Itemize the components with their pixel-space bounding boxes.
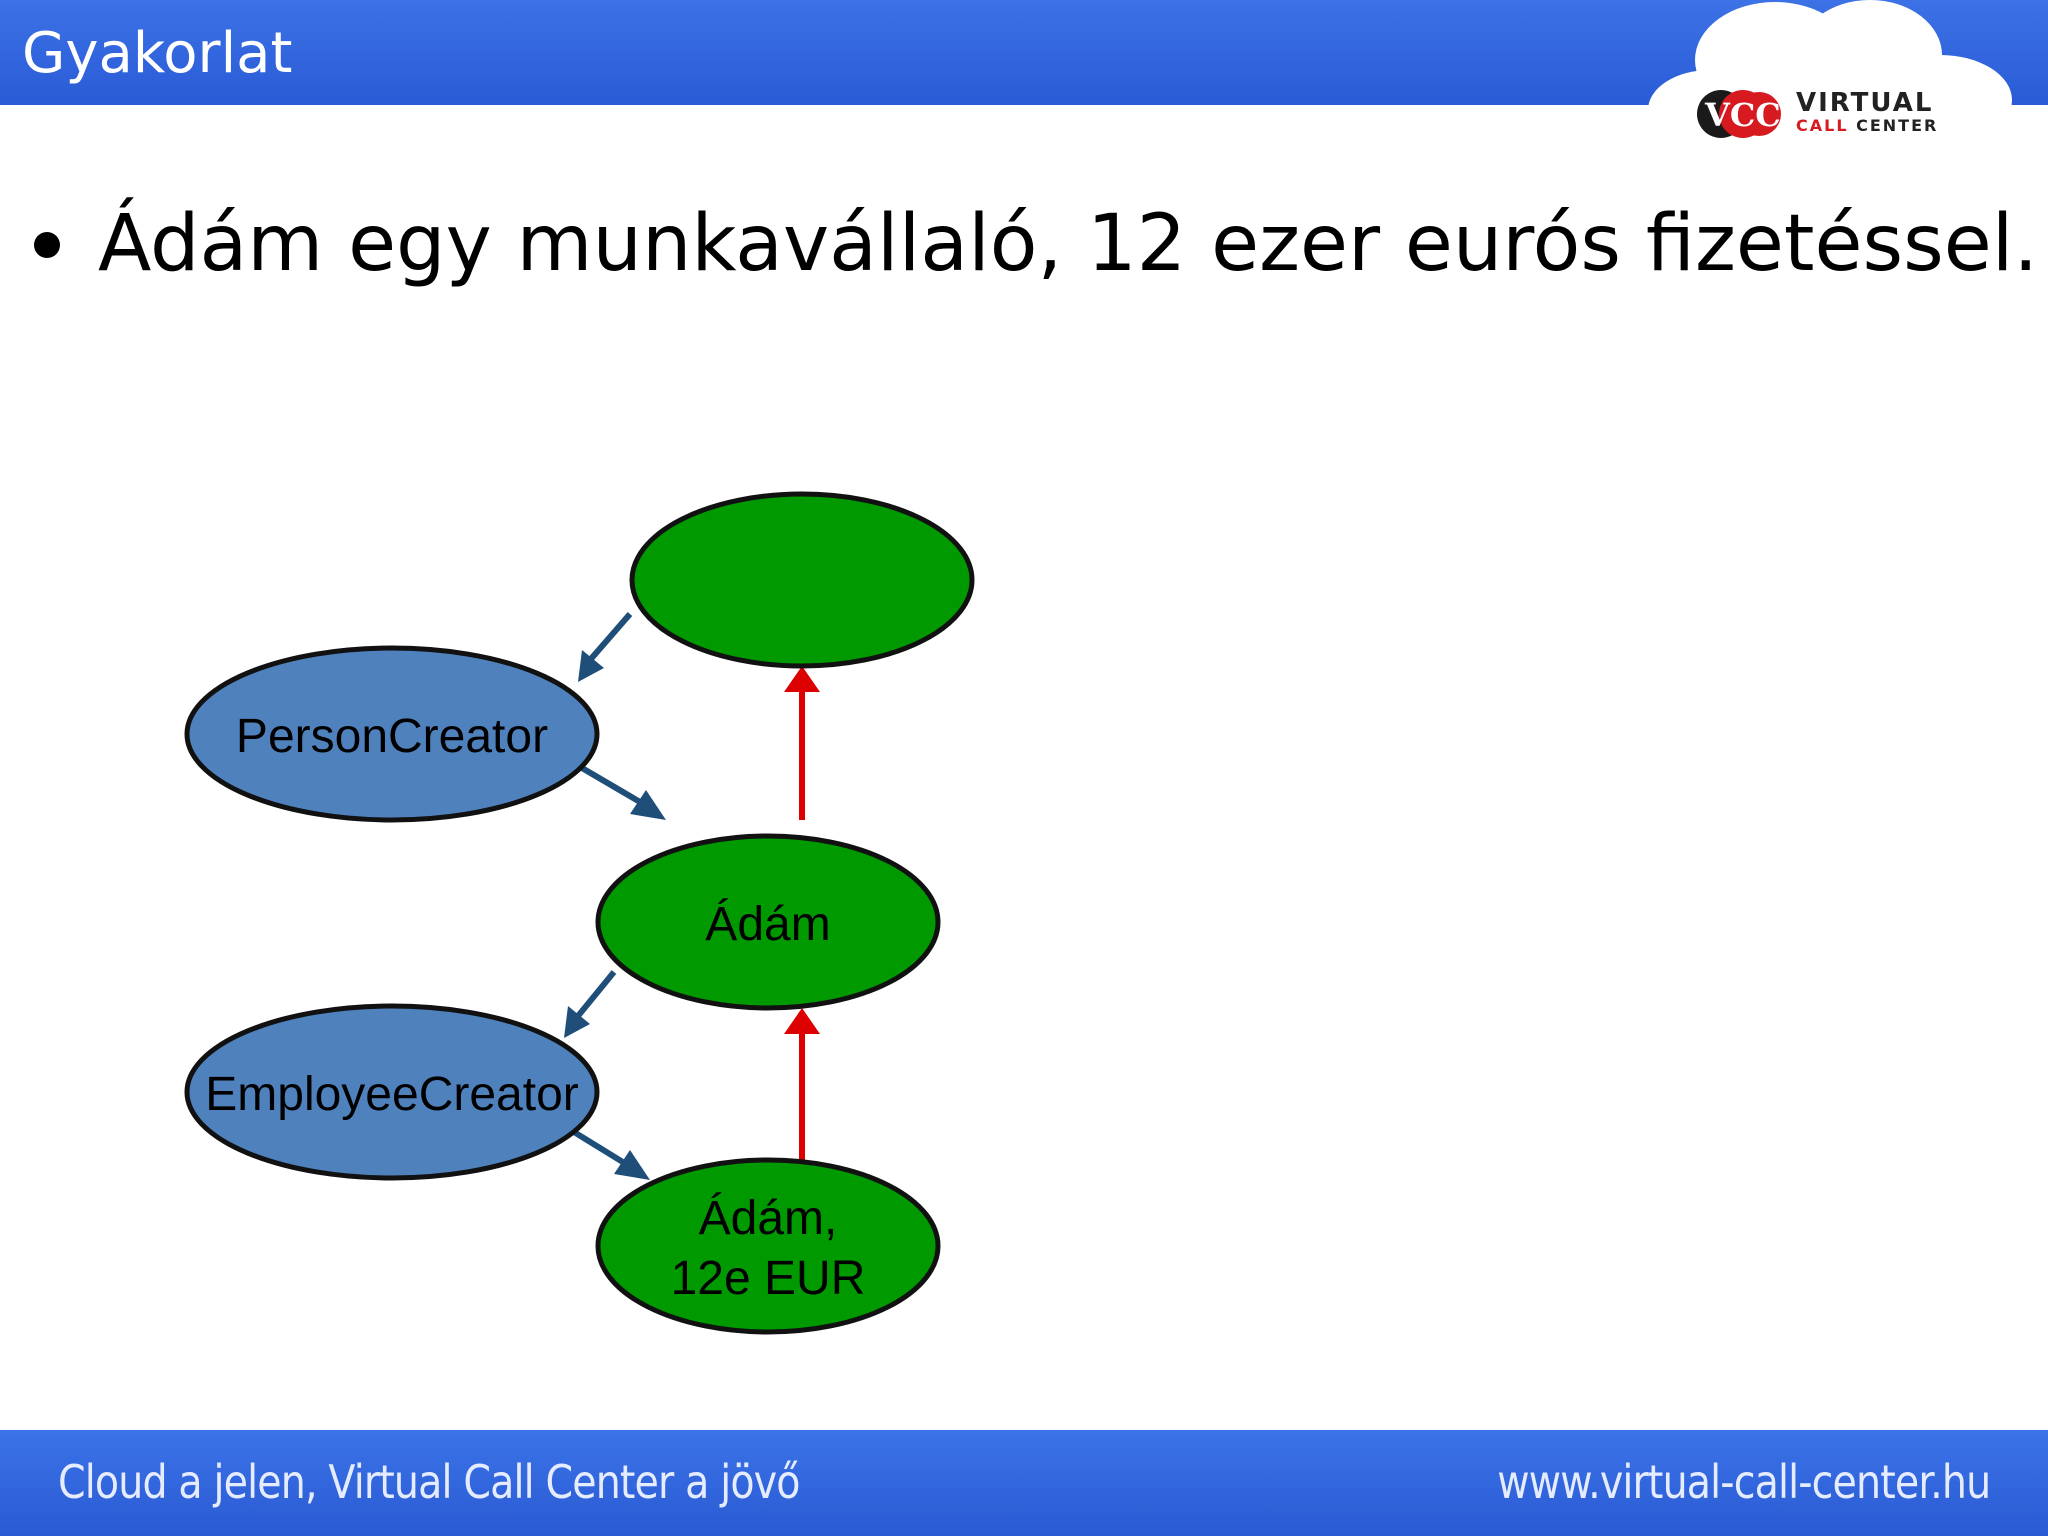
arrow-employeecreator-to-adam-eur [572,1129,650,1180]
node-adam-eur-label-line2: 12e EUR [671,1252,866,1305]
arrow-adam-to-employeecreator [564,970,617,1038]
node-adam-eur-label-line1: Ádám, [699,1192,838,1245]
arrow-personcreator-to-adam [580,765,666,820]
arrow-top-to-personcreator [578,612,633,682]
svg-text:VCC: VCC [1704,96,1781,134]
logo-text-virtual: VIRTUAL [1796,88,1934,118]
node-personcreator-label: PersonCreator [236,710,548,763]
vcc-logo-icon: VCC [1697,90,1781,138]
vcc-logo: VCC [1695,82,1935,146]
arrow-adam-to-top [784,666,820,820]
node-adam-label: Ádám [705,898,830,951]
node-employeecreator-label: EmployeeCreator [205,1068,579,1121]
arrow-adam-eur-to-adam [784,1008,820,1160]
node-adam: Ádám [595,833,941,1011]
footer-slogan: Cloud a jelen, Virtual Call Center a jöv… [58,1455,800,1509]
node-adam-eur: Ádám, 12e EUR [595,1157,941,1335]
bullet-dot-icon [34,232,60,258]
bullet-text: Ádám egy munkavállaló, 12 ezer eurós fiz… [98,199,2039,289]
node-top [629,491,975,669]
footer-url: www.virtual-call-center.hu [1496,1455,1991,1509]
node-personcreator: PersonCreator [184,645,600,823]
node-employeecreator: EmployeeCreator [184,1003,600,1181]
logo-text-call-center: CALL CENTER [1796,116,1939,135]
slide-title: Gyakorlat [22,21,293,86]
footer-bar: Cloud a jelen, Virtual Call Center a jöv… [0,1430,2048,1536]
